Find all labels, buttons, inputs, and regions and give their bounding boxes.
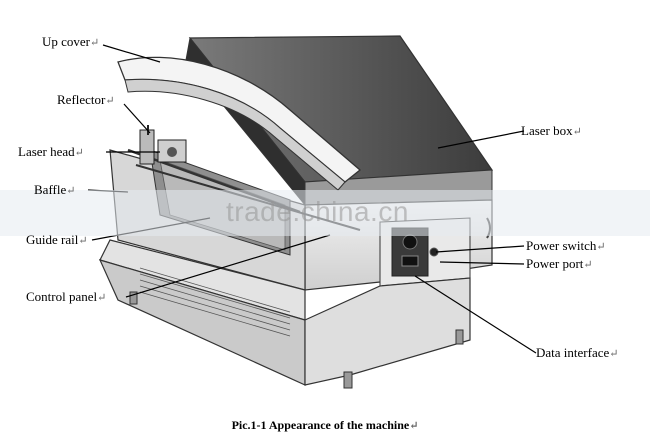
watermark-band (0, 190, 650, 236)
label-power-switch: Power switch↵ (526, 238, 606, 253)
label-control-panel: Control panel↵ (26, 289, 107, 304)
label-guide-rail: Guide rail↵ (26, 232, 88, 247)
label-power-port: Power port↵ (526, 256, 593, 271)
label-reflector: Reflector↵ (57, 92, 115, 107)
label-laser-head: Laser head↵ (18, 144, 84, 159)
label-data-interface: Data interface↵ (536, 345, 619, 360)
label-laser-box: Laser box↵ (521, 123, 582, 138)
label-baffle: Baffle↵ (34, 182, 76, 197)
label-up-cover: Up cover↵ (42, 34, 100, 49)
watermark-text: trade.china.cn (226, 196, 409, 227)
figure-caption: Pic.1-1 Appearance of the machine↵ (231, 418, 419, 432)
